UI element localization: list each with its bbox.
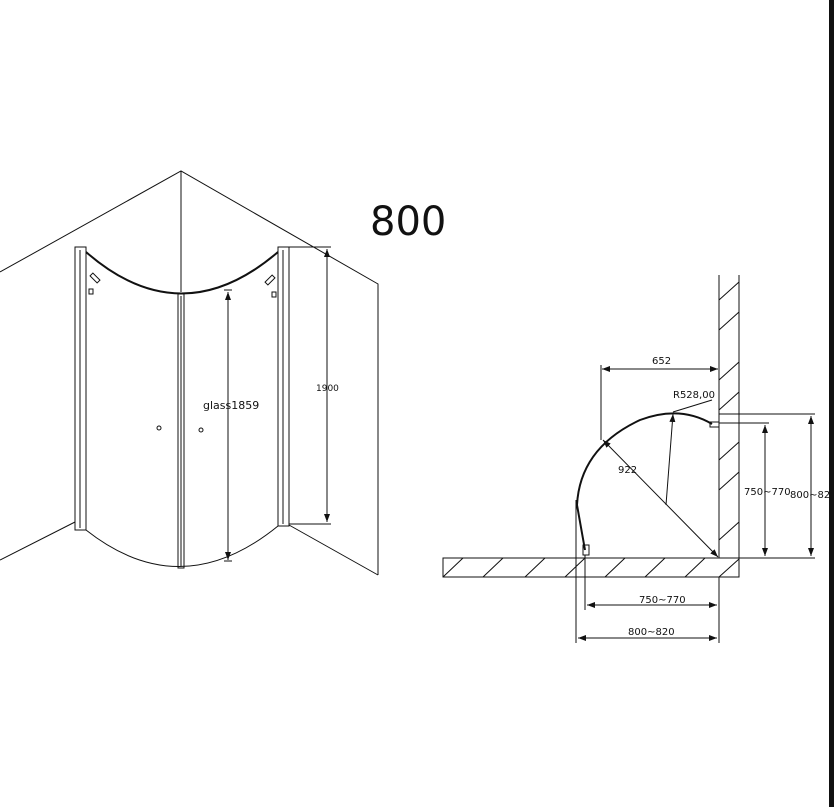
radius-label-underline	[672, 399, 713, 413]
bracket-left	[88, 288, 94, 295]
handle-right	[198, 427, 204, 433]
left-post	[74, 246, 87, 531]
inner-width-label: 750~770	[639, 595, 686, 606]
outer-depth-label: 800~820	[790, 490, 834, 501]
bottom-arc	[85, 525, 279, 567]
inner-depth-label: 750~770	[744, 487, 791, 498]
hinge-right	[264, 274, 276, 286]
top-arc	[85, 251, 279, 295]
model-title: 800	[370, 199, 446, 245]
wall-outline	[0, 170, 379, 576]
wall-hatching	[442, 281, 740, 578]
glass-height-label: glass1859	[203, 399, 259, 412]
radius-label: R528,00	[673, 390, 715, 401]
right-post	[277, 246, 290, 527]
handle-left	[156, 425, 162, 431]
bracket-right	[271, 291, 277, 298]
floor-bracket	[582, 544, 590, 556]
radius-leader-line	[665, 413, 676, 506]
plan-view: 922 R528,00 652 750~770 800~820 750~770 …	[442, 275, 834, 643]
door-arc	[575, 412, 713, 551]
diagonal-label: 922	[618, 465, 637, 476]
center-post	[177, 293, 185, 569]
diagonal-dimension-line	[602, 439, 719, 558]
width-top-label: 652	[652, 356, 671, 367]
elevation-view: glass1859 1900	[0, 170, 379, 576]
hinge-left	[89, 272, 101, 284]
wall-bracket	[709, 421, 720, 428]
right-edge-bar	[829, 0, 834, 807]
outer-width-label: 800~820	[628, 627, 675, 638]
walls	[442, 275, 740, 578]
total-height-label: 1900	[316, 384, 339, 394]
